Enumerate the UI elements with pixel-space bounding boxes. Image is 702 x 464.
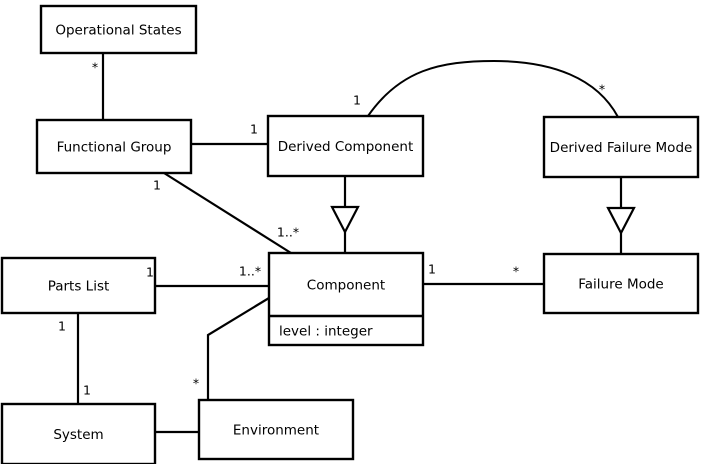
class-name-label: Component bbox=[307, 278, 385, 294]
multiplicity-label-mult-fg-comp: 1 bbox=[153, 178, 161, 193]
class-rect bbox=[542, 115, 700, 179]
multiplicity-label-mult-pl-sys: 1 bbox=[58, 319, 66, 334]
class-name-label: Failure Mode bbox=[578, 277, 664, 293]
multiplicity-label-mult-comp-fm: 1 bbox=[428, 262, 436, 277]
class-box-system[interactable]: System bbox=[0, 402, 157, 464]
class-rect bbox=[35, 118, 193, 175]
class-box-component[interactable]: Component level : integer bbox=[267, 251, 425, 347]
multiplicity-label-mult-comp-fg: 1..* bbox=[277, 225, 299, 240]
class-name-label: Functional Group bbox=[57, 140, 172, 156]
generalization-layer bbox=[330, 176, 636, 254]
class-box-parts-list[interactable]: Parts List bbox=[0, 256, 157, 315]
class-name-label: Parts List bbox=[48, 279, 110, 295]
multiplicity-label-mult-dfm-curve: * bbox=[599, 82, 605, 97]
generalization-derivedcomponent-isa-component[interactable] bbox=[330, 176, 360, 253]
multiplicity-label-mult-dc-curve: 1 bbox=[353, 93, 361, 108]
multiplicity-label-mult-env-comp: * bbox=[193, 376, 199, 391]
class-box-environment[interactable]: Environment bbox=[197, 398, 355, 461]
class-attribute-label: level : integer bbox=[279, 324, 373, 340]
class-rect bbox=[0, 402, 157, 464]
class-rect bbox=[39, 4, 198, 55]
association-derivedcomponent-derivedfailuremode[interactable] bbox=[367, 59, 619, 118]
class-name-label: Operational States bbox=[55, 23, 181, 39]
class-box-operational-states[interactable]: Operational States bbox=[39, 4, 198, 55]
generalization-derivedfailuremode-isa-failuremode[interactable] bbox=[606, 177, 636, 254]
class-name-label: System bbox=[53, 427, 103, 443]
multiplicity-layer: * 1 1 1..* 1 * 1 1..* 1 * 1 1 * bbox=[58, 60, 605, 398]
class-rect bbox=[197, 398, 355, 461]
multiplicity-label-mult-comp-pl: 1..* bbox=[239, 264, 261, 279]
class-name-label: Derived Component bbox=[278, 139, 414, 155]
class-box-functional-group[interactable]: Functional Group bbox=[35, 118, 193, 175]
class-rect bbox=[266, 114, 425, 178]
multiplicity-label-mult-fm-comp: * bbox=[513, 264, 519, 279]
generalization-triangle-icon bbox=[606, 206, 636, 236]
multiplicity-label-mult-fg-dc: 1 bbox=[250, 122, 258, 137]
class-rect bbox=[0, 256, 157, 315]
association-functionalgroup-component[interactable] bbox=[163, 172, 292, 254]
multiplicity-label-mult-pl-comp: 1 bbox=[146, 265, 154, 280]
multiplicity-label-mult-sys-pl: 1 bbox=[83, 383, 91, 398]
class-box-failure-mode[interactable]: Failure Mode bbox=[542, 252, 700, 315]
association-component-environment[interactable] bbox=[206, 297, 270, 400]
class-box-derived-component[interactable]: Derived Component bbox=[266, 114, 425, 178]
class-rect bbox=[267, 251, 425, 347]
generalization-triangle-icon bbox=[330, 205, 360, 235]
association-layer bbox=[76, 53, 619, 434]
multiplicity-label-mult-opstates: * bbox=[92, 60, 98, 75]
class-box-derived-failure-mode[interactable]: Derived Failure Mode bbox=[542, 115, 700, 179]
class-name-label: Derived Failure Mode bbox=[550, 140, 693, 156]
class-name-label: Environment bbox=[233, 423, 319, 439]
class-rect bbox=[542, 252, 700, 315]
